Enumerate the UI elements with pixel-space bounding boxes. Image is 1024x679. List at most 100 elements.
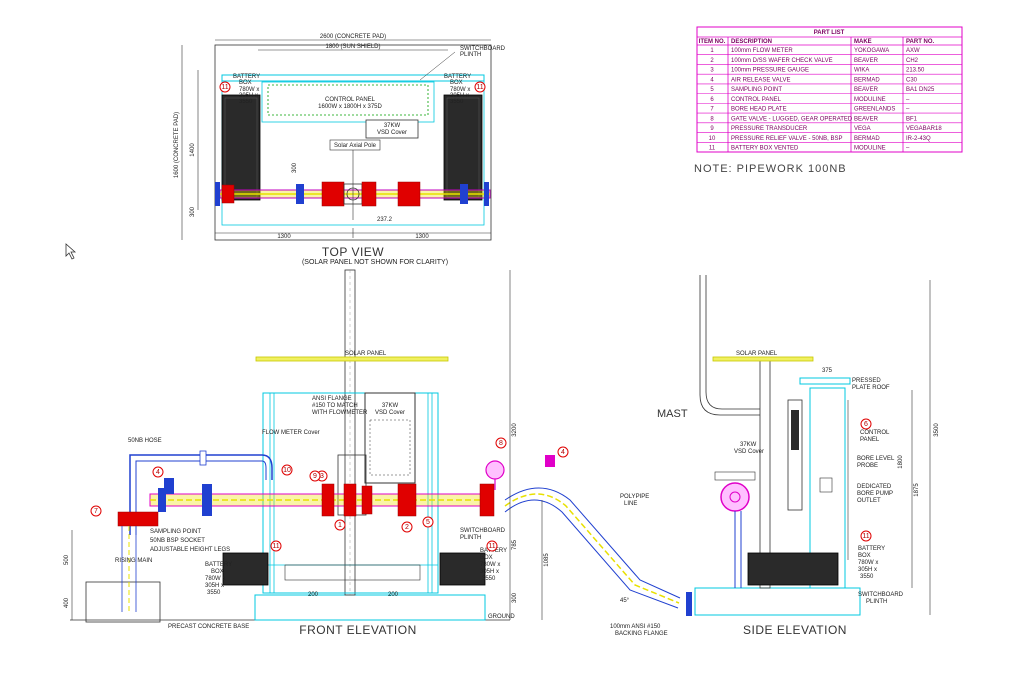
table-cell: 100mm PRESSURE GAUGE <box>731 68 809 74</box>
top-switchboard-plinth-line1: SWITCHBOARD <box>460 46 506 52</box>
svg-text:3550: 3550 <box>450 99 464 105</box>
front-tag-9: 9 <box>309 470 321 482</box>
mouse-cursor-icon <box>65 243 77 260</box>
top-dim-1400: 1400 <box>190 143 196 157</box>
side-vsd-kw: 37KW <box>740 442 757 448</box>
pipework-note: NOTE: PIPEWORK 100NB <box>694 163 847 175</box>
svg-text:3550: 3550 <box>482 576 496 582</box>
top-view-title: TOP VIEW <box>322 245 384 259</box>
table-cell: BEAVER <box>854 87 879 93</box>
top-switchboard-plinth-line2: PLINTH <box>460 52 481 58</box>
top-dim-sun-shield: 1800 (SUN SHIELD) <box>325 44 380 50</box>
front-dim-200-a: 200 <box>308 592 319 598</box>
front-polypipe-label: POLYPIPE LINE <box>620 494 649 507</box>
parts-table: PART LIST ITEM NO. DESCRIPTION MAKE PART… <box>696 26 963 153</box>
svg-text:100mm ANSI #150: 100mm ANSI #150 <box>610 624 661 630</box>
front-sampling-point: SAMPLING POINT <box>150 529 201 535</box>
svg-text:3: 3 <box>320 473 324 480</box>
svg-text:BOX: BOX <box>858 553 871 559</box>
svg-text:ANSI FLANGE: ANSI FLANGE <box>312 396 352 402</box>
front-ansi-flange-label: ANSI FLANGE #150 TO MATCH WITH FLOWMETER <box>312 396 368 416</box>
svg-text:780W x: 780W x <box>480 562 500 568</box>
svg-text:LINE: LINE <box>624 501 637 507</box>
side-dim-1800: 1800 <box>898 455 904 469</box>
table-cell: GATE VALVE - LUGGED, GEAR OPERATED <box>731 116 853 122</box>
top-dim-concrete-pad-height: 1600 (CONCRETE PAD) <box>174 112 180 178</box>
front-tag-5: 5 <box>422 516 434 528</box>
table-cell: AXW <box>906 48 920 54</box>
svg-text:4: 4 <box>156 469 160 476</box>
svg-text:BATTERY: BATTERY <box>205 562 232 568</box>
front-tag-7: 7 <box>90 505 102 517</box>
svg-text:780W x: 780W x <box>858 560 878 566</box>
table-cell: GREENLANDS <box>854 107 895 113</box>
table-cell: 9 <box>710 126 714 132</box>
table-cell: CH2 <box>906 58 919 64</box>
svg-text:780W x: 780W x <box>450 87 470 93</box>
svg-text:11: 11 <box>272 543 279 550</box>
front-elevation-title: FRONT ELEVATION <box>299 623 417 637</box>
table-cell: 100mm D/SS WAFER CHECK VALVE <box>731 58 833 64</box>
svg-text:POLYPIPE: POLYPIPE <box>620 494 649 500</box>
svg-text:305H x: 305H x <box>450 93 469 99</box>
front-tag-4b: 4 <box>557 446 569 458</box>
front-bsp-socket: 50NB BSP SOCKET <box>150 538 205 544</box>
parts-table-header-part-no: PART NO. <box>906 39 935 45</box>
side-dim-375: 375 <box>822 368 833 374</box>
table-cell: 4 <box>710 77 714 83</box>
side-solar-panel: SOLAR PANEL <box>736 351 778 357</box>
svg-text:3550: 3550 <box>207 590 221 596</box>
table-cell: 5 <box>710 87 714 93</box>
svg-text:BORE PUMP: BORE PUMP <box>857 491 893 497</box>
front-dim-500: 500 <box>64 554 70 565</box>
svg-text:BACKING FLANGE: BACKING FLANGE <box>615 631 668 637</box>
table-cell: 8 <box>710 116 714 122</box>
table-cell: AIR RELEASE VALVE <box>731 77 790 83</box>
front-dim-3200: 3200 <box>512 423 518 437</box>
svg-text:BOX: BOX <box>239 80 252 86</box>
front-dim-400: 400 <box>64 597 70 608</box>
front-elevation: SOLAR PANEL 37KW VSD Cover ANSI FLANGE #… <box>64 269 692 637</box>
table-cell: 1 <box>710 48 714 54</box>
front-tag-8: 8 <box>495 437 507 449</box>
top-control-panel-label: CONTROL PANEL <box>325 97 376 103</box>
side-control-panel-label: CONTROL PANEL <box>860 430 890 443</box>
svg-text:BATTERY: BATTERY <box>233 74 260 80</box>
table-cell: BERMAD <box>854 136 880 142</box>
table-cell: IR-2-43Q <box>906 136 931 142</box>
front-battery-box-left-label: BATTERY BOX 780W x 305H x 3550 <box>205 562 232 596</box>
table-cell: 2 <box>710 58 714 64</box>
side-switchboard-plinth-label: SWITCHBOARD PLINTH <box>858 592 904 605</box>
tag-circle <box>219 81 231 93</box>
svg-text:WITH FLOWMETER: WITH FLOWMETER <box>312 410 368 416</box>
table-cell: VEGABAR18 <box>906 126 942 132</box>
side-elevation: MAST SOLAR PANEL 375 PRESSED PLATE ROOF … <box>657 275 940 637</box>
top-dim-237: 237.2 <box>377 217 393 223</box>
svg-text:PROBE: PROBE <box>857 463 878 469</box>
front-vsd-kw: 37KW <box>382 403 399 409</box>
table-cell: BATTERY BOX VENTED <box>731 146 799 152</box>
svg-text:BOX: BOX <box>211 569 224 575</box>
svg-text:10: 10 <box>283 467 291 474</box>
top-solar-axial-pole: Solar Axial Pole <box>334 143 377 149</box>
svg-text:8: 8 <box>499 440 503 447</box>
top-dim-300-b: 300 <box>292 162 298 173</box>
svg-text:BOX: BOX <box>450 80 463 86</box>
table-cell: MODULINE <box>854 97 886 103</box>
table-row-lines <box>697 54 962 143</box>
side-elevation-title: SIDE ELEVATION <box>743 623 847 637</box>
table-cell: WIKA <box>854 68 869 74</box>
front-dim-200-b: 200 <box>388 592 399 598</box>
tag-11-right: 11 <box>476 84 483 91</box>
svg-text:2: 2 <box>405 524 409 531</box>
top-battery-box-left-label: BATTERY BOX 780W x 305H x 3550 <box>233 74 260 105</box>
svg-text:9: 9 <box>313 473 317 480</box>
top-dim-1300-left: 1300 <box>277 234 291 240</box>
svg-text:11: 11 <box>862 533 869 540</box>
svg-text:6: 6 <box>864 421 868 428</box>
front-50nb-hose: 50NB HOSE <box>128 438 162 444</box>
side-pressed-roof-label: PRESSED PLATE ROOF <box>852 378 890 391</box>
table-cell: BEAVER <box>854 116 879 122</box>
svg-text:PANEL: PANEL <box>860 437 880 443</box>
